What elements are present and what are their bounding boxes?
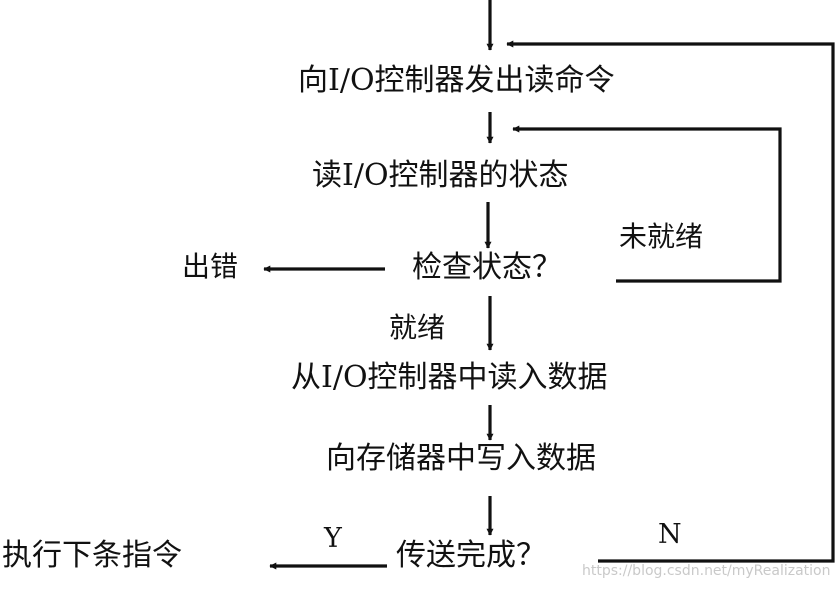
step-read-data: 从I/O控制器中读入数据	[291, 360, 608, 395]
step-next-instruction: 执行下条指令	[2, 538, 182, 573]
step-transfer-done: 传送完成？	[396, 538, 546, 573]
edge-label-yes: Y	[324, 523, 342, 554]
step-check-status: 检查状态？	[412, 250, 562, 285]
edge-label-not-ready: 未就绪	[619, 220, 704, 253]
step-read-status: 读I/O控制器的状态	[312, 158, 569, 193]
edge-label-ready: 就绪	[389, 311, 446, 344]
loop-line-not-done	[506, 40, 835, 563]
step-error: 出错	[182, 250, 239, 283]
loop-line-not-ready	[512, 125, 782, 283]
step-write-memory: 向存储器中写入数据	[326, 441, 596, 476]
watermark: https://blog.csdn.net/myRealization	[582, 563, 831, 579]
edge-label-no: N	[658, 519, 682, 550]
step-send-read-command: 向I/O控制器发出读命令	[298, 63, 615, 98]
